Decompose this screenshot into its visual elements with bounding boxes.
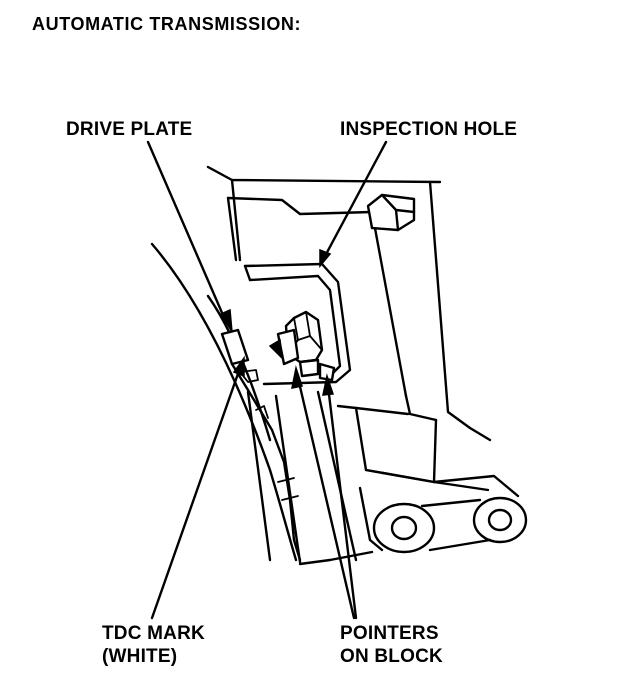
tdc-mark-label-line2: (WHITE)	[102, 646, 178, 667]
page-title: AUTOMATIC TRANSMISSION:	[32, 14, 302, 34]
drive-plate	[150, 242, 302, 562]
pointer-leader-right	[326, 384, 358, 620]
tdc-mark-label-line1: TDC MARK	[102, 623, 205, 644]
drive-plate-leader	[146, 140, 228, 324]
pointer-arrowhead-left	[291, 365, 303, 389]
inspection-hole-label: INSPECTION HOLE	[340, 119, 518, 140]
drive-plate-arrowhead	[219, 308, 233, 333]
pointer-leader-left	[296, 376, 356, 620]
housing-tab	[366, 193, 416, 232]
engine-block	[298, 468, 528, 566]
tdc-mark-label: TDC MARK (WHITE)	[102, 622, 205, 668]
inspection-hole-arrowhead	[319, 248, 332, 269]
pointer-arrowhead-right	[322, 373, 335, 396]
leader-lines	[146, 140, 388, 620]
pointers-label-line1: POINTERS	[340, 623, 439, 644]
tdc-mark-leader	[150, 366, 242, 620]
tdc-mark-arrowhead	[232, 355, 245, 378]
pointers-label: POINTERS ON BLOCK	[340, 622, 443, 668]
inspection-hole-recess	[243, 262, 352, 386]
pointers-on-block	[268, 310, 336, 382]
drive-plate-label: DRIVE PLATE	[66, 119, 193, 140]
pointers-label-line2: ON BLOCK	[340, 646, 443, 667]
inspection-hole-leader	[322, 140, 388, 260]
